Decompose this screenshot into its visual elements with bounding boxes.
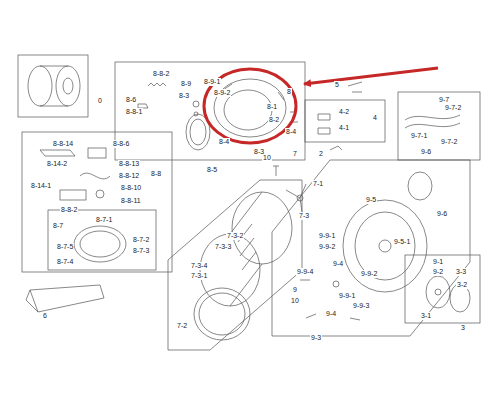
callout-number: 10 [262,154,272,162]
callout-number: 8-2 [268,116,280,124]
callout-number: 9-9-2 [318,243,336,251]
callout-number: 8-6 [125,96,137,104]
callout-number: 8-8-1 [125,108,143,116]
callout-number: 7 [292,150,298,158]
callout-number: 9-9-1 [318,232,336,240]
callout-number: 8-8 [150,170,162,178]
callout-number: 4-2 [338,108,350,116]
callout-number: 9-6 [436,210,448,218]
callout-number: 9-9-4 [296,268,314,276]
callout-number: 8-8-12 [118,172,140,180]
callout-number: 10 [290,297,300,305]
callout-number: 9-5 [365,196,377,204]
callout-number: 3-3 [455,268,467,276]
callout-number: 7-3-2 [226,232,244,240]
callout-number: 9-9-3 [352,302,370,310]
callout-number: 8-4 [285,128,297,136]
callout-number: 4 [372,114,378,122]
callout-number: 8-4 [218,138,230,146]
callout-number: 8-7-3 [132,247,150,255]
callout-number: 7-2 [176,322,188,330]
callout-number: 8-8-10 [120,184,142,192]
callout-number: 8-8-6 [112,140,130,148]
callout-number: 8-7-1 [95,216,113,224]
callout-number: 8 [286,88,292,96]
callout-number: 3-2 [456,281,468,289]
callout-number: 9-3 [310,334,322,342]
callout-number: 9-7-2 [444,104,462,112]
callout-number: 9-7-1 [410,132,428,140]
callout-number: 8-9 [180,80,192,88]
callout-number: 8-1 [266,103,278,111]
callout-number: 7-3 [298,212,310,220]
callout-number: 9-7-2 [440,138,458,146]
callout-number: 9-9-2 [360,270,378,278]
callout-number: 4-1 [338,124,350,132]
callout-number: 9 [292,286,298,294]
callout-number: 8-9-2 [213,89,231,97]
callout-number: 9-6 [420,148,432,156]
callout-number: 6 [42,312,48,320]
callout-number: 8-7-2 [132,236,150,244]
callout-number: 2 [318,150,324,158]
callout-number: 8-14-2 [46,160,68,168]
callout-number: 7-3-3 [214,243,232,251]
callout-number: 8-7-5 [56,243,74,251]
callout-number: 8-7 [52,222,64,230]
callout-number: 9-4 [325,310,337,318]
callout-number: 7-3-1 [190,272,208,280]
callout-number: 8-8-13 [118,160,140,168]
callout-number: 8-14-1 [30,182,52,190]
callout-number: 8-5 [206,166,218,174]
callout-number: 3-1 [420,312,432,320]
callout-number: 9-2 [432,268,444,276]
callout-number: 9-7 [438,96,450,104]
callout-number: 5 [334,81,340,89]
callout-number: 8-9-1 [203,78,221,86]
callout-number: 8-3 [178,92,190,100]
callout-number: 9-4 [332,260,344,268]
callout-number: 0 [97,97,103,105]
callout-number: 7-1 [312,180,324,188]
callout-number: 9-5-1 [393,238,411,246]
callout-number: 8-8-2 [60,206,78,214]
callout-number: 9-9-1 [338,292,356,300]
callout-number: 8-8-11 [120,197,142,205]
callout-number: 9-1 [432,258,444,266]
callout-number: 7-3-4 [190,262,208,270]
callout-number: 3 [460,324,466,332]
callout-number: 8-8-14 [52,140,74,148]
callout-number: 8-7-4 [56,258,74,266]
callout-number: 8-8-2 [152,70,170,78]
